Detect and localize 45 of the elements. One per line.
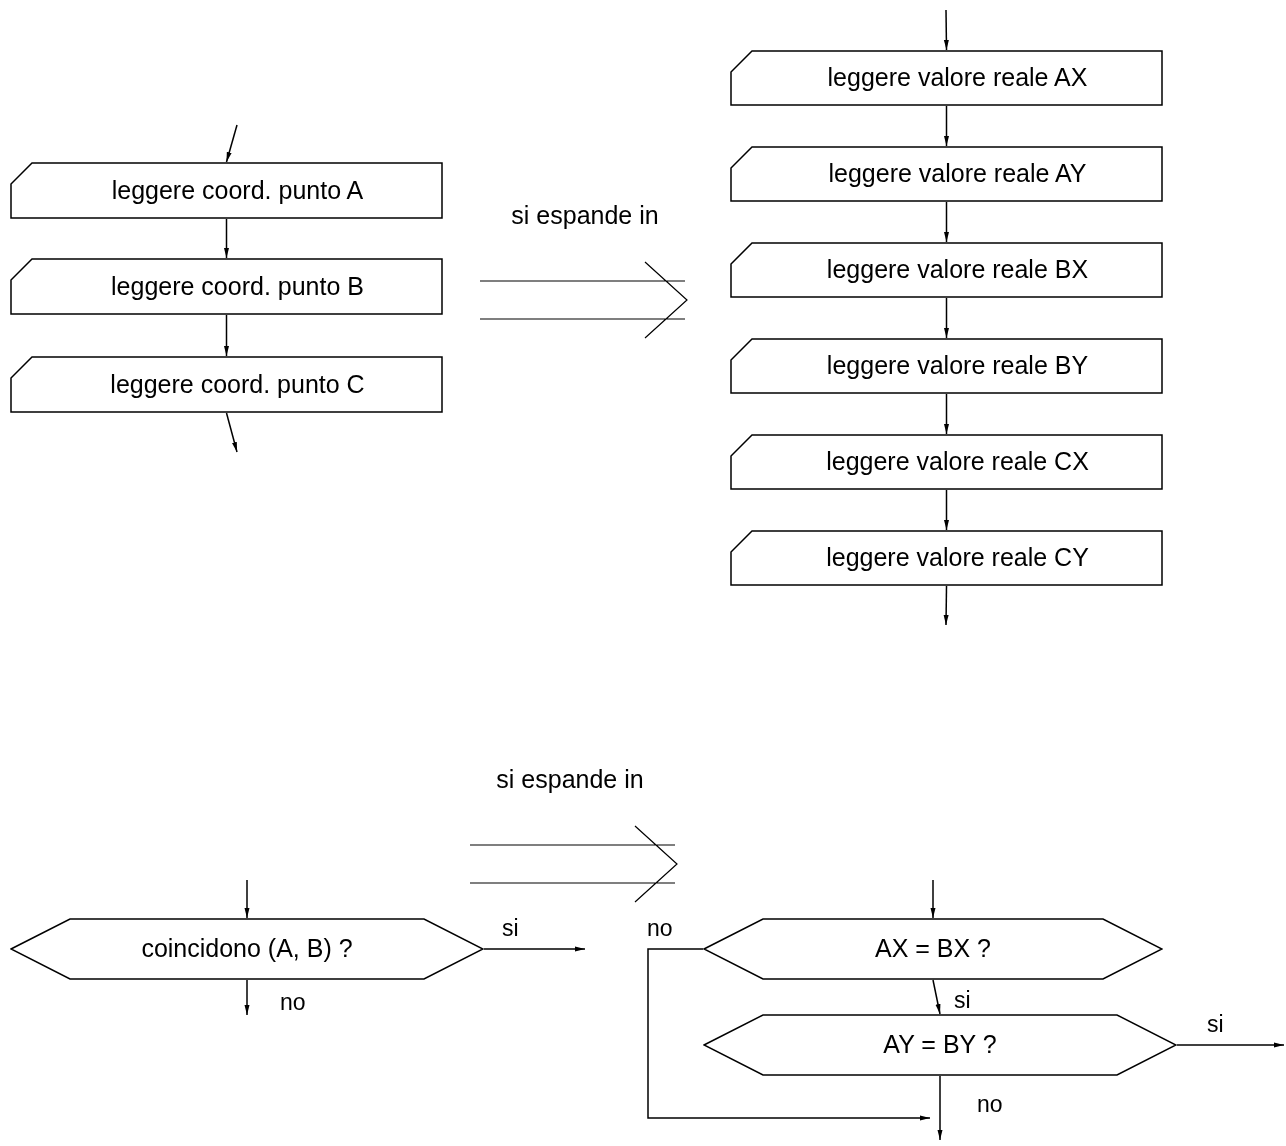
arrow: [225, 412, 238, 453]
node-text: leggere valore reale AY: [827, 158, 1087, 190]
input-box: [10, 258, 443, 315]
arrow: [244, 879, 250, 919]
node-text: AY = BY ?: [883, 1029, 997, 1061]
arrow: [944, 393, 949, 435]
arrow: [224, 314, 229, 357]
input-box: [730, 530, 1163, 586]
node-text: AX = BX ?: [874, 933, 991, 965]
arrow: [944, 489, 949, 531]
arrow: [944, 105, 949, 147]
input-box: [730, 242, 1163, 298]
node-text: leggere valore reale BY: [825, 350, 1089, 382]
expansion-label: si espande in: [495, 764, 645, 795]
node-text: leggere coord. punto A: [110, 174, 364, 206]
node-text: leggere valore reale CY: [825, 542, 1089, 574]
arrow: [943, 585, 949, 626]
input-box: [730, 50, 1163, 106]
node-text: leggere coord. punto B: [110, 270, 364, 302]
arrow: [944, 297, 949, 339]
node-text: leggere valore reale CX: [825, 446, 1089, 478]
input-box: [730, 146, 1163, 202]
arrow: [943, 9, 949, 51]
arrow: [937, 1075, 943, 1141]
arrow: [944, 201, 949, 243]
decision-hexagon: [10, 918, 484, 980]
decision-hexagon: [703, 1014, 1177, 1076]
input-box: [730, 434, 1163, 490]
node-text: leggere valore reale BX: [825, 254, 1089, 286]
arrow: [244, 979, 250, 1016]
decision-hexagon: [703, 918, 1163, 980]
input-box: [10, 162, 443, 219]
arrow: [224, 218, 229, 259]
expansion-label: si espande in: [510, 200, 660, 231]
arrow: [932, 979, 941, 1015]
node-text: leggere coord. punto C: [109, 368, 365, 400]
input-box: [730, 338, 1163, 394]
arrow: [225, 124, 238, 163]
node-text: coincidono (A, B) ?: [141, 933, 353, 965]
arrow: [483, 946, 586, 952]
input-box: [10, 356, 443, 413]
arrow: [647, 948, 931, 1121]
arrow: [930, 879, 936, 919]
arrow: [1176, 1042, 1285, 1048]
node-text: leggere valore reale AX: [826, 62, 1088, 94]
